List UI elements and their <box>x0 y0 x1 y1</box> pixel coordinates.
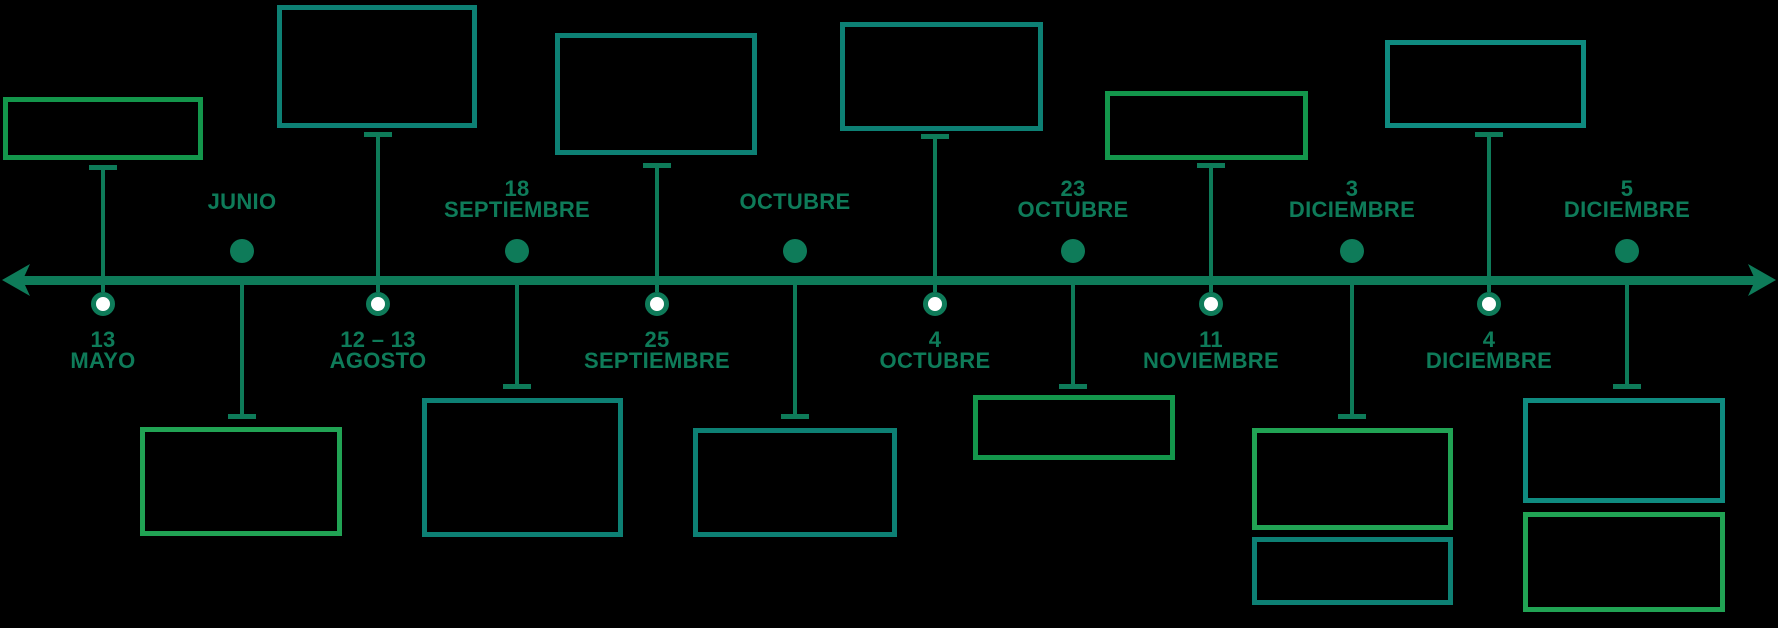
connector-cap <box>643 163 671 168</box>
event-box <box>1523 398 1725 503</box>
connector-line <box>1209 168 1213 292</box>
event-date-label: 4 DICIEMBRE <box>1379 327 1599 373</box>
date-line-1: 4 <box>928 327 942 352</box>
date-line-2: SEPTIEMBRE <box>583 348 731 373</box>
connector-line <box>1350 285 1354 414</box>
open-circle-marker <box>366 292 390 316</box>
connector-cap <box>503 384 531 389</box>
open-circle-marker <box>1199 292 1223 316</box>
filled-dot-marker <box>505 239 529 263</box>
event-date-label: 25 SEPTIEMBRE <box>547 327 767 373</box>
event-box <box>840 22 1043 131</box>
event-date-label: JUNIO <box>132 189 352 214</box>
connector-cap <box>1059 384 1087 389</box>
connector-cap <box>1197 163 1225 168</box>
connector-line <box>515 285 519 384</box>
connector-cap <box>1338 414 1366 419</box>
connector-line <box>1071 285 1075 384</box>
connector-line <box>240 285 244 414</box>
open-circle-marker <box>91 292 115 316</box>
connector-cap <box>364 132 392 137</box>
date-line-2: DICIEMBRE <box>1288 197 1416 222</box>
date-line-2: OCTUBRE <box>1017 197 1129 222</box>
connector-line <box>793 285 797 414</box>
event-box <box>1252 428 1453 530</box>
connector-cap <box>781 414 809 419</box>
connector-line <box>933 139 937 292</box>
date-line-1: 25 <box>644 327 670 352</box>
event-box-secondary <box>1523 512 1725 612</box>
event-date-label: 4 OCTUBRE <box>825 327 1045 373</box>
date-line-2: DICIEMBRE <box>1563 197 1691 222</box>
date-line-2: OCTUBRE <box>879 348 991 373</box>
connector-cap <box>1475 132 1503 137</box>
filled-dot-marker <box>1615 239 1639 263</box>
event-box <box>973 395 1175 460</box>
open-circle-marker <box>923 292 947 316</box>
event-box <box>277 5 477 128</box>
connector-line <box>1625 285 1629 384</box>
date-line-2: SEPTIEMBRE <box>443 197 591 222</box>
event-box <box>693 428 897 537</box>
date-line-1: OCTUBRE <box>739 189 851 214</box>
connector-line <box>1487 137 1491 292</box>
event-box <box>1385 40 1586 128</box>
event-date-label: 3 DICIEMBRE <box>1242 176 1462 222</box>
date-line-2: AGOSTO <box>329 348 427 373</box>
date-line-2: NOVIEMBRE <box>1143 348 1279 373</box>
event-date-label: 11 NOVIEMBRE <box>1101 327 1321 373</box>
connector-cap <box>921 134 949 139</box>
filled-dot-marker <box>783 239 807 263</box>
connector-cap <box>228 414 256 419</box>
event-date-label: 13 MAYO <box>0 327 213 373</box>
event-date-label: 18 SEPTIEMBRE <box>407 176 627 222</box>
date-line-1: 13 <box>90 327 116 352</box>
timeline-axis <box>18 276 1760 285</box>
event-box <box>555 33 757 155</box>
date-line-1: JUNIO <box>207 189 277 214</box>
connector-line <box>655 168 659 292</box>
connector-line <box>101 170 105 292</box>
event-box <box>1105 91 1308 160</box>
date-line-1: 4 <box>1482 327 1496 352</box>
date-line-1: 23 <box>1060 176 1086 201</box>
date-line-2: DICIEMBRE <box>1425 348 1553 373</box>
connector-line <box>376 137 380 292</box>
date-line-1: 12 – 13 <box>340 327 416 352</box>
date-line-1: 18 <box>504 176 530 201</box>
connector-cap <box>1613 384 1641 389</box>
date-line-1: 3 <box>1345 176 1359 201</box>
date-line-1: 5 <box>1620 176 1634 201</box>
open-circle-marker <box>645 292 669 316</box>
connector-cap <box>89 165 117 170</box>
date-line-2: MAYO <box>70 348 136 373</box>
event-date-label: 12 – 13 AGOSTO <box>268 327 488 373</box>
event-box <box>140 427 342 536</box>
date-line-1: 11 <box>1199 327 1223 352</box>
open-circle-marker <box>1477 292 1501 316</box>
filled-dot-marker <box>1340 239 1364 263</box>
event-box <box>3 97 203 160</box>
event-date-label: OCTUBRE <box>685 189 905 214</box>
event-date-label: 5 DICIEMBRE <box>1517 176 1737 222</box>
event-date-label: 23 OCTUBRE <box>963 176 1183 222</box>
filled-dot-marker <box>1061 239 1085 263</box>
event-box-secondary <box>1252 537 1453 605</box>
event-box <box>422 398 623 537</box>
filled-dot-marker <box>230 239 254 263</box>
